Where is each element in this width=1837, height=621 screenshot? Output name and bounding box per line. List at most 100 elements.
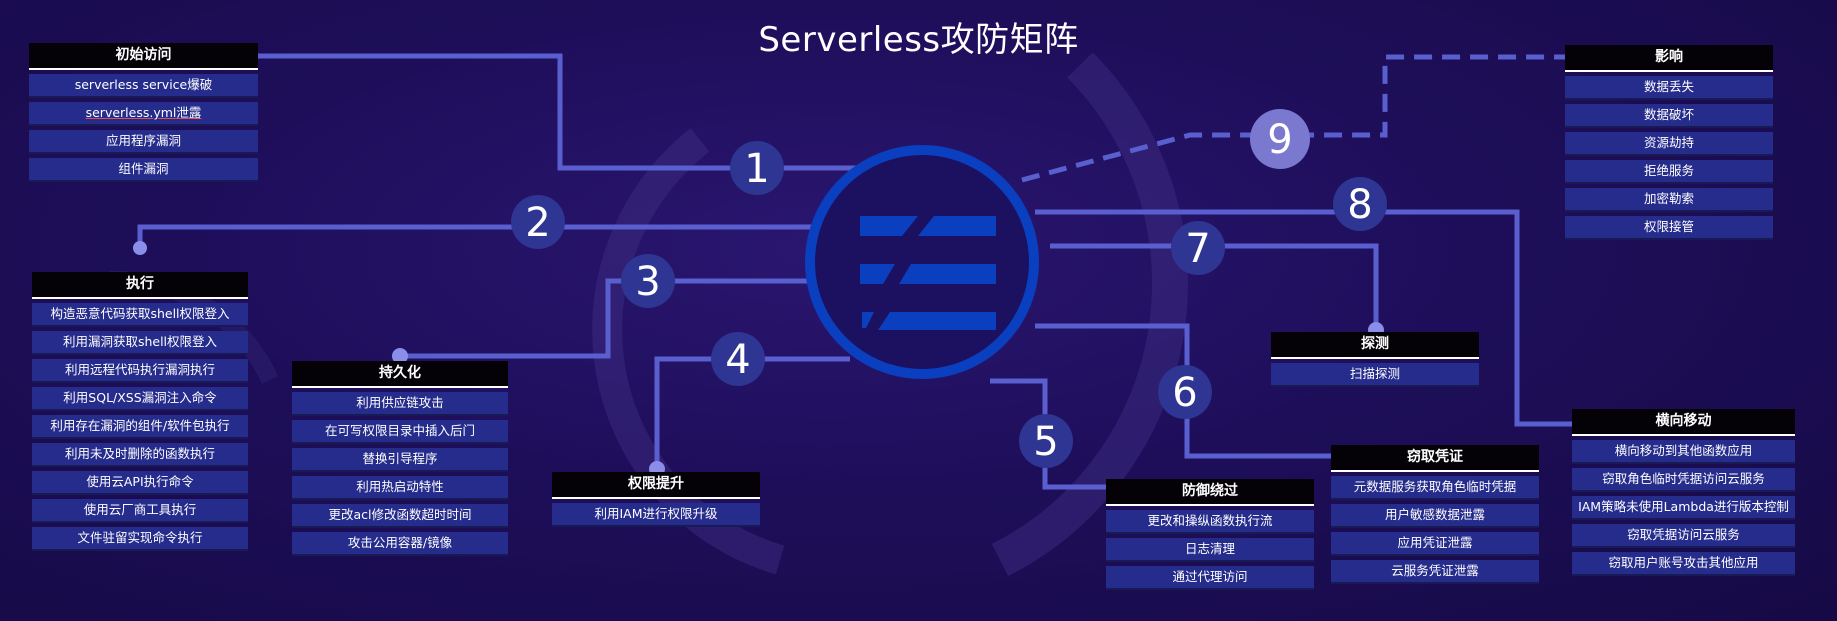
stage-node-8: 8: [1333, 177, 1387, 231]
line-1: [242, 53, 870, 171]
line-4: [654, 356, 850, 469]
box-item: 窃取角色临时凭据访问云服务: [1572, 468, 1795, 492]
stage-nodes: 1 2 3 4 5 6 7 8 9: [511, 109, 1387, 468]
box-header: 窃取凭证: [1331, 445, 1539, 472]
stage-node-circle: [1333, 177, 1387, 231]
stage-node-7: 7: [1171, 221, 1225, 275]
box-header: 初始访问: [29, 43, 258, 70]
box-item: 利用IAM进行权限升级: [552, 503, 760, 527]
box-item: 利用热启动特性: [292, 476, 508, 500]
box-item: 云服务凭证泄露: [1331, 560, 1539, 584]
box-item: 通过代理访问: [1106, 566, 1314, 590]
stage-node-circle: [1250, 109, 1310, 169]
box-initial-access: 初始访问 serverless service爆破 serverless.yml…: [29, 43, 258, 182]
box-item: 在可写权限目录中插入后门: [292, 420, 508, 444]
box-item: 使用云厂商工具执行: [32, 499, 248, 523]
stage-node-1: 1: [730, 141, 784, 195]
box-item: 构造恶意代码获取shell权限登入: [32, 303, 248, 327]
box-discovery: 探测 扫描探测: [1271, 332, 1479, 387]
bg-arc-large: [991, 52, 1188, 577]
box-item: 加密勒索: [1565, 188, 1773, 212]
box-item: 应用凭证泄露: [1331, 532, 1539, 556]
stage-node-9: 9: [1250, 109, 1310, 169]
box-item: 替换引导程序: [292, 448, 508, 472]
box-item: 权限接管: [1565, 216, 1773, 240]
box-item: 利用未及时删除的函数执行: [32, 443, 248, 467]
box-item: 使用云API执行命令: [32, 471, 248, 495]
dot-persistence: [392, 348, 408, 364]
box-privilege-escalation: 权限提升 利用IAM进行权限升级: [552, 472, 760, 527]
box-item: 拒绝服务: [1565, 160, 1773, 184]
stage-node-circle: [621, 254, 675, 308]
core-bar-bot-left: [862, 312, 874, 328]
diagram-title: Serverless攻防矩阵: [758, 20, 1079, 60]
box-item: 更改和操纵函数执行流: [1106, 510, 1314, 534]
core-logo-icon: [860, 216, 996, 330]
box-item: 组件漏洞: [29, 158, 258, 182]
stage-node-circle: [1171, 221, 1225, 275]
box-execution: 执行 构造恶意代码获取shell权限登入 利用漏洞获取shell权限登入 利用远…: [32, 272, 248, 551]
box-item: 资源劫持: [1565, 132, 1773, 156]
stage-node-circle: [1158, 365, 1212, 419]
core-bar-mid-right: [899, 264, 996, 284]
box-item: 文件驻留实现命令执行: [32, 527, 248, 551]
box-item: 利用存在漏洞的组件/软件包执行: [32, 415, 248, 439]
box-impact: 影响 数据丢失 数据破坏 资源劫持 拒绝服务 加密勒索 权限接管: [1565, 45, 1773, 240]
stage-node-number: 7: [1185, 226, 1210, 272]
box-item: 窃取用户账号攻击其他应用: [1572, 552, 1795, 576]
box-item: serverless.yml泄露: [29, 102, 258, 126]
box-item: 窃取凭据访问云服务: [1572, 524, 1795, 548]
box-lateral-movement: 横向移动 横向移动到其他函数应用 窃取角色临时凭据访问云服务 IAM策略未使用L…: [1572, 409, 1795, 576]
box-item: 利用远程代码执行漏洞执行: [32, 359, 248, 383]
box-item: 数据破坏: [1565, 104, 1773, 128]
stage-node-circle: [511, 195, 565, 249]
box-item: 日志清理: [1106, 538, 1314, 562]
stage-node-circle: [730, 141, 784, 195]
core-bar-top-left: [860, 216, 918, 236]
core-emblem: [805, 145, 1039, 379]
line-2: [137, 224, 818, 248]
box-item: 攻击公用容器/镜像: [292, 532, 508, 556]
stage-node-number: 9: [1267, 117, 1292, 163]
stage-node-5: 5: [1019, 414, 1073, 468]
box-header: 权限提升: [552, 472, 760, 499]
stage-node-3: 3: [621, 254, 675, 308]
box-item: serverless service爆破: [29, 74, 258, 98]
dot-execution: [133, 241, 147, 255]
stage-node-4: 4: [711, 332, 765, 386]
box-header: 探测: [1271, 332, 1479, 359]
box-item: 更改acl修改函数超时时间: [292, 504, 508, 528]
box-item: 利用漏洞获取shell权限登入: [32, 331, 248, 355]
box-credential-access: 窃取凭证 元数据服务获取角色临时凭据 用户敏感数据泄露 应用凭证泄露 云服务凭证…: [1331, 445, 1539, 584]
stage-node-number: 1: [744, 146, 769, 192]
stage-node-number: 4: [725, 337, 750, 383]
core-bar-bot-right: [878, 312, 996, 330]
box-item: 元数据服务获取角色临时凭据: [1331, 476, 1539, 500]
box-header: 执行: [32, 272, 248, 299]
box-item: IAM策略未使用Lambda进行版本控制: [1572, 496, 1795, 520]
box-header: 持久化: [292, 361, 508, 388]
stage-node-circle: [711, 332, 765, 386]
stage-node-circle: [1019, 414, 1073, 468]
stage-node-number: 2: [525, 200, 550, 246]
box-item: 扫描探测: [1271, 363, 1479, 387]
box-header: 防御绕过: [1106, 479, 1314, 506]
line-9: [1021, 54, 1580, 183]
stage-node-2: 2: [511, 195, 565, 249]
box-header: 影响: [1565, 45, 1773, 72]
box-item: 横向移动到其他函数应用: [1572, 440, 1795, 464]
box-item: 数据丢失: [1565, 76, 1773, 100]
box-item: 应用程序漏洞: [29, 130, 258, 154]
line-3: [400, 278, 810, 359]
box-item: 利用SQL/XSS漏洞注入命令: [32, 387, 248, 411]
core-bar-mid-left: [860, 264, 895, 284]
box-item: 利用供应链攻击: [292, 392, 508, 416]
box-defense-evasion: 防御绕过 更改和操纵函数执行流 日志清理 通过代理访问: [1106, 479, 1314, 590]
box-persistence: 持久化 利用供应链攻击 在可写权限目录中插入后门 替换引导程序 利用热启动特性 …: [292, 361, 508, 556]
stage-node-number: 3: [635, 259, 660, 305]
stage-node-number: 6: [1172, 370, 1197, 416]
core-ring: [805, 145, 1039, 379]
stage-node-number: 8: [1347, 182, 1372, 228]
line-7: [1050, 243, 1379, 330]
